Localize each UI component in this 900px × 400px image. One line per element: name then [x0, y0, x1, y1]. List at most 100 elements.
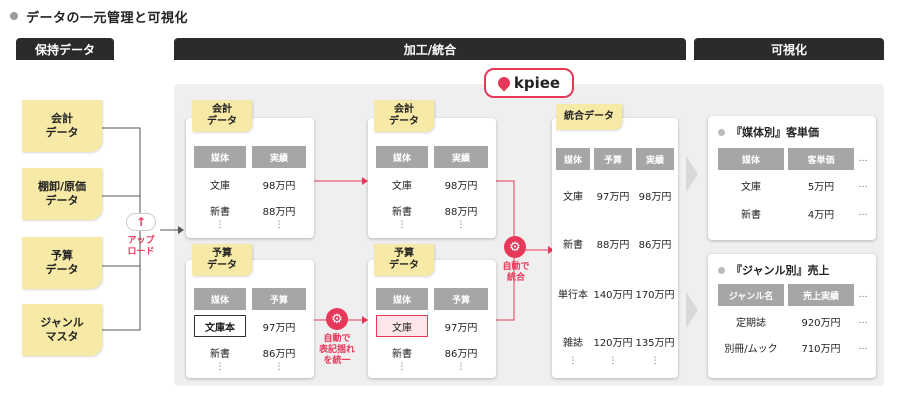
- cell-highlight-normalized: 文庫: [376, 315, 428, 337]
- card-budget-clean: 媒体 予算 文庫 97万円 新書 86万円 ⋮ ⋮: [368, 260, 496, 378]
- card-budget-raw: 媒体 予算 文庫本 97万円 新書 86万円 ⋮ ⋮: [186, 260, 314, 378]
- cell: 97万円: [444, 322, 478, 334]
- ellipsis: …: [858, 316, 868, 326]
- card-merged: 媒体 予算 実績 文庫 97万円 98万円 新書 88万円 86万円 単行本 1…: [552, 118, 678, 378]
- col-header-actual: 実績: [636, 148, 674, 170]
- col-header-media: 媒体: [376, 288, 428, 310]
- ellipsis: …: [858, 154, 868, 164]
- viz-card-media: 『媒体別』客単価 媒体 客単価 … 文庫 5万円 … 新書 4万円 …: [708, 116, 876, 240]
- col-header: 客単価: [788, 148, 854, 170]
- cell: 97万円: [596, 191, 630, 203]
- source-accounting: 会計 データ: [22, 100, 102, 152]
- col-header-media: 媒体: [376, 146, 428, 168]
- viz-title: 『ジャンル別』売上: [718, 262, 829, 278]
- tag-merged: 統合データ: [556, 104, 622, 130]
- chevron-right-icon: [686, 156, 698, 192]
- cell: 新書: [210, 348, 230, 360]
- kpiee-logo: kpiee: [484, 68, 574, 98]
- cell: 120万円: [593, 337, 633, 349]
- cell: 98万円: [638, 191, 672, 203]
- cell: 単行本: [558, 289, 588, 301]
- cell: 新書: [392, 348, 412, 360]
- tag-accounting: 会計 データ: [192, 100, 252, 132]
- cell: 98万円: [262, 180, 296, 192]
- card-accounting-raw: 媒体 実績 文庫 98万円 新書 88万円 ⋮ ⋮: [186, 118, 314, 238]
- source-inventory: 棚卸/原価 データ: [22, 168, 102, 220]
- col-header-budget: 予算: [594, 148, 632, 170]
- gear-icon: ⚙: [326, 308, 348, 330]
- col-header-media: 媒体: [556, 148, 590, 170]
- cell: 新書: [563, 239, 583, 251]
- cell: 文庫: [741, 181, 761, 193]
- col-header-budget: 予算: [252, 288, 306, 310]
- ellipsis: ⋮: [397, 220, 407, 230]
- tag-accounting: 会計 データ: [374, 100, 434, 132]
- cell: 文庫: [210, 180, 230, 192]
- tag-budget: 予算 データ: [374, 244, 434, 276]
- cell: 新書: [392, 206, 412, 218]
- cell: 定期誌: [736, 317, 766, 329]
- cell: 170万円: [635, 289, 675, 301]
- col-header-media: 媒体: [194, 288, 246, 310]
- cell: 新書: [741, 209, 761, 221]
- banner-process: 加工/統合: [174, 38, 686, 60]
- cell: 140万円: [593, 289, 633, 301]
- ellipsis: ⋮: [215, 220, 225, 230]
- cell: 710万円: [801, 343, 841, 355]
- cell: 新書: [210, 206, 230, 218]
- ellipsis: ⋮: [215, 362, 225, 372]
- bullet-icon: [10, 12, 18, 20]
- bullet-icon: [718, 128, 725, 136]
- upload-cloud-icon: ↑: [126, 213, 156, 231]
- cell: 135万円: [635, 337, 675, 349]
- col-header: 売上実績: [788, 284, 854, 306]
- cell: 文庫: [392, 180, 412, 192]
- cell-highlight-original: 文庫本: [194, 315, 246, 337]
- cell: 88万円: [596, 239, 630, 251]
- ellipsis: ⋮: [456, 220, 466, 230]
- ellipsis: ⋮: [397, 362, 407, 372]
- banner-held: 保持データ: [16, 38, 114, 60]
- tag-budget: 予算 データ: [192, 244, 252, 276]
- col-header: ジャンル名: [718, 284, 784, 306]
- ellipsis: ⋮: [456, 362, 466, 372]
- map-pin-icon: [495, 74, 513, 92]
- normalize-label: 自動で 表記揺れ を統一: [318, 334, 355, 366]
- merge-label: 自動で 統合: [502, 262, 530, 283]
- cell: 4万円: [807, 209, 835, 221]
- cell: 86万円: [638, 239, 672, 251]
- viz-card-genre: 『ジャンル別』売上 ジャンル名 売上実績 … 定期誌 920万円 … 別冊/ムッ…: [708, 254, 876, 378]
- cell: 雑誌: [563, 337, 583, 349]
- cell: 88万円: [444, 206, 478, 218]
- cell: 88万円: [262, 206, 296, 218]
- viz-title: 『媒体別』客単価: [718, 124, 819, 140]
- cell: 920万円: [801, 317, 841, 329]
- ellipsis: …: [858, 290, 868, 300]
- ellipsis: …: [858, 180, 868, 190]
- col-header-actual: 実績: [434, 146, 488, 168]
- cell: 86万円: [444, 348, 478, 360]
- col-header-media: 媒体: [194, 146, 246, 168]
- bullet-icon: [718, 266, 725, 274]
- banner-visual: 可視化: [694, 38, 884, 60]
- ellipsis: …: [858, 342, 868, 352]
- cell: 5万円: [807, 181, 835, 193]
- gear-icon: ⚙: [504, 236, 526, 258]
- ellipsis: ⋮: [650, 356, 660, 366]
- page-title: データの一元管理と可視化: [10, 6, 188, 26]
- cell: 文庫: [563, 191, 583, 203]
- col-header-actual: 実績: [252, 146, 306, 168]
- ellipsis: ⋮: [568, 356, 578, 366]
- source-budget: 予算 データ: [22, 237, 102, 289]
- cell: 98万円: [444, 180, 478, 192]
- ellipsis: ⋮: [274, 220, 284, 230]
- col-header-budget: 予算: [434, 288, 488, 310]
- col-header: 媒体: [718, 148, 784, 170]
- cell: 86万円: [262, 348, 296, 360]
- source-genre-master: ジャンル マスタ: [22, 304, 102, 356]
- upload-label: アップ ロード: [127, 236, 155, 257]
- ellipsis: ⋮: [274, 362, 284, 372]
- cell: 97万円: [262, 322, 296, 334]
- cell: 別冊/ムック: [724, 343, 778, 355]
